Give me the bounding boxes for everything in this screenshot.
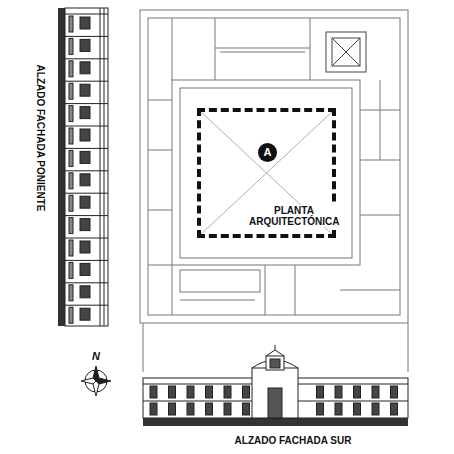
callout-letter: A bbox=[264, 147, 272, 158]
callout-circle: A bbox=[258, 143, 277, 162]
courtyard-region: PLANTA ARQUITECTÓNICA A bbox=[197, 108, 336, 238]
plan-title: PLANTA ARQUITECTÓNICA bbox=[249, 205, 339, 227]
north-mark: N bbox=[92, 350, 100, 362]
elevation-title: ALZADO FACHADA PONIENTE bbox=[34, 65, 46, 212]
elevation-title: ALZADO FACHADA SUR bbox=[235, 435, 352, 447]
